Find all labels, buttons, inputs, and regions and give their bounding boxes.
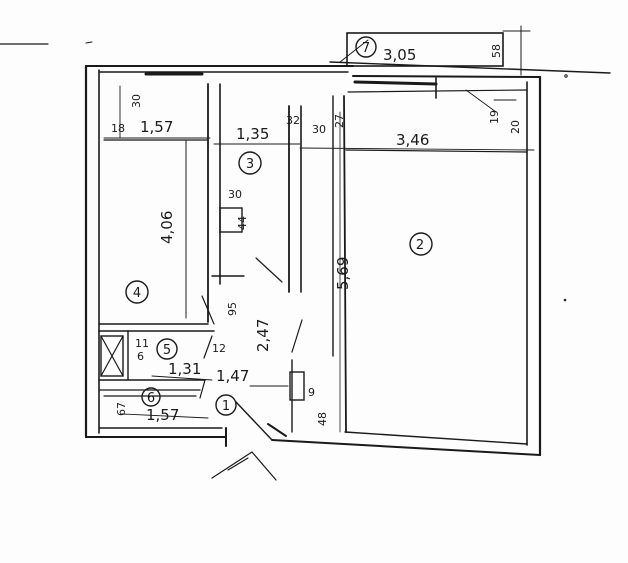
dim-line — [151, 375, 213, 381]
outer-wall-bottom-right-inner — [344, 431, 528, 445]
door-swing — [199, 379, 206, 399]
dim-room3-wall: 32 — [286, 114, 300, 127]
dim-room2-length: 5,69 — [334, 257, 352, 290]
dim-corridor-length: 2,47 — [254, 319, 272, 352]
dim-corridor-gap: 12 — [212, 342, 226, 355]
balcony-rail — [329, 61, 611, 74]
dim-line — [465, 89, 497, 113]
shaft-cross — [100, 335, 124, 377]
dim-room4-left-offset: 18 — [111, 122, 125, 135]
room-5-circle — [156, 338, 178, 360]
entry-niche — [289, 371, 305, 401]
room-1-circle — [215, 394, 237, 416]
scan-speck — [563, 298, 567, 302]
room2-inner-top — [345, 149, 528, 153]
room-5-label: 5 — [163, 343, 171, 358]
dim-room5-tag: 11 — [135, 337, 149, 350]
room-4-label: 4 — [133, 286, 141, 301]
door-swing — [291, 319, 303, 353]
entrance-arrow — [211, 451, 253, 479]
room-4-circle — [125, 280, 149, 304]
dim-room5-depth: 6 — [137, 350, 144, 363]
door-swing — [203, 335, 213, 359]
dim-room4-top-offset: 30 — [130, 94, 143, 108]
dim-line — [121, 413, 209, 419]
room-2-circle — [409, 232, 433, 256]
dim-room2-width: 3,46 — [396, 131, 429, 149]
window-mark — [353, 80, 438, 86]
dim-hall-width: 1,47 — [216, 367, 249, 385]
dim-room2-right-b: 20 — [509, 120, 522, 134]
scan-speck — [564, 74, 568, 78]
room2-top-wall-inner — [347, 89, 528, 93]
room-6-circle — [141, 387, 161, 407]
door-swing — [201, 295, 215, 325]
entrance-arrow — [251, 451, 277, 481]
room-2-label: 2 — [416, 238, 424, 253]
dim-room4-width: 1,57 — [140, 118, 173, 136]
dim-line — [299, 147, 535, 151]
room2-top-wall — [352, 75, 541, 78]
room-3-label: 3 — [246, 157, 254, 172]
dim-room4-length: 4,06 — [158, 211, 176, 244]
dim-balcony-length: 3,05 — [383, 46, 416, 64]
wall-room2-left — [343, 95, 347, 433]
dim-room2-offset: 27 — [333, 114, 346, 128]
room-7-circle — [355, 36, 377, 58]
dim-room5-width: 1,31 — [168, 360, 201, 378]
room-3-circle — [238, 151, 262, 175]
niche-room3 — [219, 207, 243, 233]
entrance-door — [235, 401, 273, 441]
dim-room2-right-a: 19 — [488, 110, 501, 124]
dim-room6-depth: 67 — [115, 402, 128, 416]
dim-corridor-door: 95 — [226, 302, 239, 316]
room-7-label: 7 — [362, 41, 370, 56]
dim-room3-niche-b: 44 — [236, 216, 249, 230]
shaft — [100, 335, 124, 377]
door-swing — [255, 257, 283, 283]
dim-room3-offset: 30 — [312, 123, 326, 136]
room-1-label: 1 — [222, 399, 230, 414]
room-6-label: 6 — [147, 391, 155, 406]
dim-room3-width: 1,35 — [236, 125, 269, 143]
entrance-arrow — [227, 457, 249, 471]
outer-wall-bottom-right — [271, 439, 541, 456]
balcony-dim-line — [339, 39, 369, 63]
dim-entry-gap: 48 — [316, 412, 329, 426]
scan-mark-line — [85, 41, 93, 44]
dim-room6-width: 1,57 — [146, 406, 179, 424]
dim-entry-niche: 9 — [308, 386, 315, 399]
dim-balcony-depth: 58 — [490, 44, 503, 58]
dim-room3-niche-a: 30 — [228, 188, 242, 201]
entrance-step — [267, 423, 287, 437]
